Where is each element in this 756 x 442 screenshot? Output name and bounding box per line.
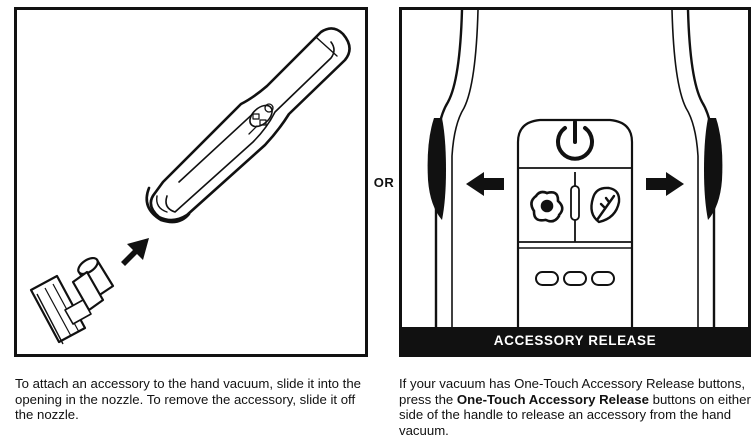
- accessory-release-panel: ACCESSORY RELEASE: [399, 7, 751, 357]
- or-separator: OR: [373, 175, 395, 190]
- release-arrow-right-icon: [646, 172, 684, 196]
- hand-vacuum-illustration: [145, 27, 351, 224]
- caption-right-intro: If your vacuum has One-Touch Accessory R…: [399, 376, 745, 407]
- attach-accessory-illustration: [29, 27, 351, 345]
- eco-leaf-icon: [590, 186, 621, 224]
- attach-accessory-panel: [14, 7, 368, 357]
- accessory-tool-illustration: [29, 256, 115, 345]
- power-icon: [556, 120, 594, 161]
- caption-right-outro: buttons on either side of the handle to …: [399, 391, 751, 438]
- attach-accessory-caption: To attach an accessory to the hand vacuu…: [15, 376, 362, 422]
- insert-arrow-icon: [121, 238, 149, 266]
- control-panel-illustration: [516, 118, 634, 330]
- release-button-right: [704, 118, 723, 220]
- caption-right-emphasis: One-Touch Accessory Release: [456, 391, 649, 407]
- release-button-left: [427, 118, 446, 220]
- release-arrow-left-icon: [466, 172, 504, 196]
- accessory-release-illustration: [427, 10, 723, 330]
- cyclone-mode-icon: [530, 190, 564, 223]
- accessory-release-banner: ACCESSORY RELEASE: [402, 327, 748, 354]
- accessory-release-caption: If your vacuum has One-Touch Accessory R…: [399, 376, 751, 438]
